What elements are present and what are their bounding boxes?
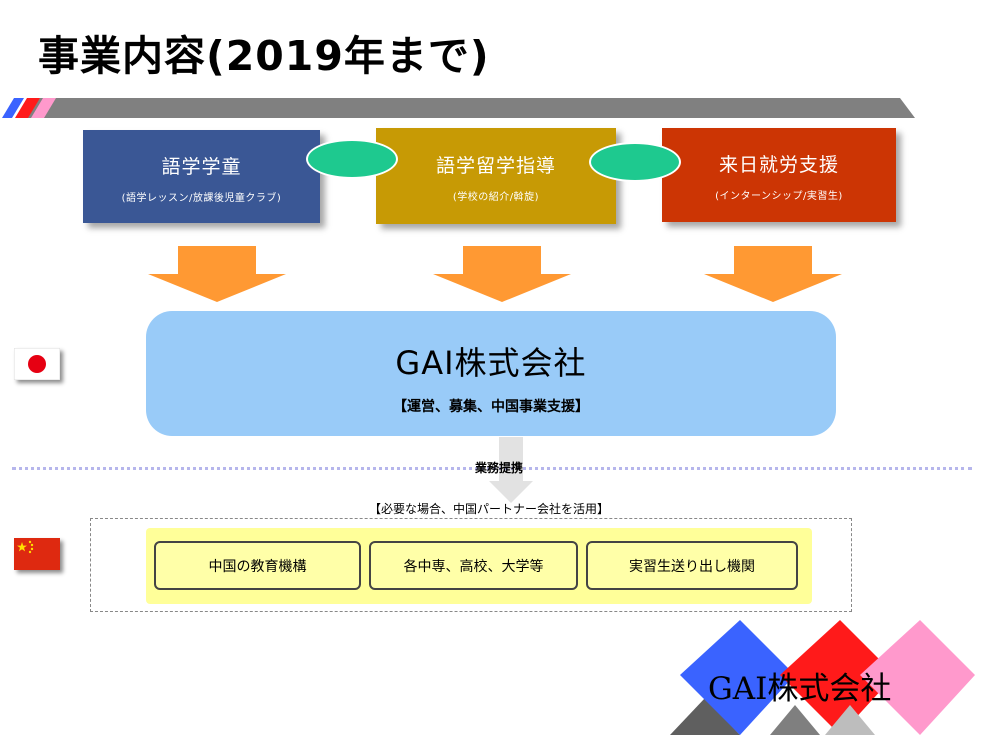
service-label: 来日就労支援 — [718, 154, 839, 176]
partnership-label: 業務提携 — [475, 461, 524, 475]
page-title: 事業内容(2019年まで) — [38, 32, 490, 80]
china-flag-icon — [14, 538, 60, 570]
logo-diamond-pink — [860, 620, 975, 735]
service-sub: (インターンシップ/実習生) — [715, 191, 843, 202]
service-box-language-school: 語学学童 (語学レッスン/放課後児童クラブ) — [83, 130, 320, 223]
service-sub: (学校の紹介/斡旋) — [452, 192, 540, 203]
partnership-arrow-icon — [489, 437, 533, 503]
partner-container — [90, 518, 852, 612]
connector-oval — [589, 142, 681, 182]
service-box-work-support: 来日就労支援 (インターンシップ/実習生) — [662, 128, 896, 222]
logo-diamond-light — [825, 705, 875, 735]
stripe-pink — [31, 98, 56, 118]
down-arrow-icon — [148, 246, 286, 302]
logo-diamond-blue — [680, 620, 795, 735]
separator-line — [12, 467, 972, 470]
service-box-study-abroad: 語学留学指導 (学校の紹介/斡旋) — [376, 128, 616, 224]
logo-diamond-dark — [670, 698, 740, 735]
connector-oval — [306, 139, 398, 179]
stripe-red — [15, 98, 40, 118]
down-arrow-icon — [433, 246, 571, 302]
institution-trainee-agency: 実習生送り出し機関 — [586, 541, 798, 590]
header-bar — [2, 98, 915, 118]
partnership-note: 【必要な場合、中国パートナー会社を活用】 — [369, 502, 610, 516]
service-label: 語学留学指導 — [435, 155, 556, 177]
service-sub: (語学レッスン/放課後児童クラブ) — [121, 192, 282, 204]
company-roles: 【運営、募集、中国事業支援】 — [393, 398, 589, 415]
institution-education: 中国の教育機構 — [154, 541, 361, 590]
logo-text: GAI株式会社 — [708, 671, 892, 707]
logo-diamond-red — [780, 620, 895, 735]
service-label: 語学学童 — [161, 155, 242, 178]
stripe-blue — [2, 98, 24, 118]
header-bar-gray — [25, 98, 915, 118]
company-name: GAI株式会社 — [395, 343, 587, 382]
down-arrow-icon — [704, 246, 842, 302]
company-box: GAI株式会社 【運営、募集、中国事業支援】 — [146, 311, 836, 436]
logo-diamond-gray — [770, 705, 820, 735]
institution-schools: 各中専、高校、大学等 — [369, 541, 578, 590]
logo-graphic — [670, 620, 975, 735]
japan-flag-icon — [14, 348, 60, 380]
